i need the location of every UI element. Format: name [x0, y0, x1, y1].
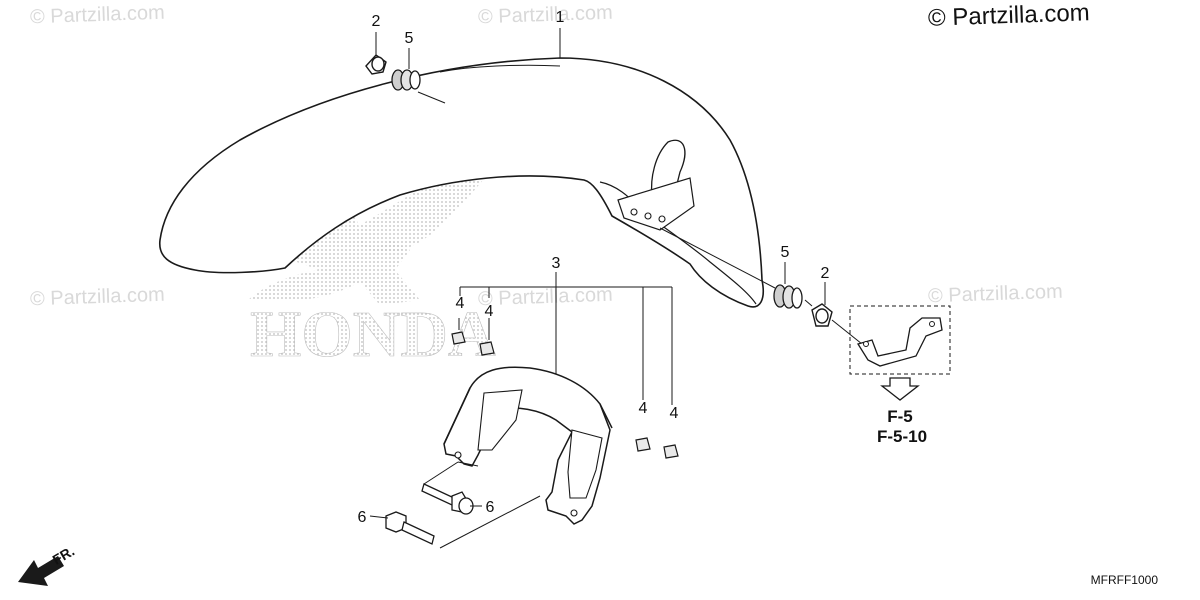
grommet-lower: [773, 284, 803, 309]
bolt-cap-upper: [365, 54, 387, 75]
clip-b: [479, 341, 495, 356]
grommet-upper: [391, 69, 421, 91]
bolt-cap-lower: [811, 303, 833, 327]
callout-clip-b: 4: [485, 303, 494, 320]
callout-bolt-upper: 6: [486, 499, 495, 516]
callout-bolt-cap-lower: 2: [821, 265, 830, 282]
callout-clip-d: 4: [670, 405, 679, 422]
clip-c: [635, 437, 651, 452]
callout-clip-c: 4: [639, 400, 648, 417]
callout-clip-a: 4: [456, 295, 465, 312]
callout-fender: 1: [556, 9, 565, 26]
reference-bracket-box: [849, 305, 951, 401]
callout-grommet-lower: 5: [781, 244, 790, 261]
fender-bracket: [443, 366, 613, 525]
front-direction-arrow-icon: [18, 556, 64, 586]
reference-arrow-icon: [880, 377, 920, 401]
clip-d: [663, 444, 679, 459]
diagram-code: MFRFF1000: [1091, 573, 1159, 587]
reference-label-1: F-5: [887, 407, 913, 426]
callout-bolt-cap-upper: 2: [372, 13, 381, 30]
front-fender: [159, 57, 764, 308]
bolt-upper: [421, 483, 474, 515]
callout-bracket: 3: [552, 255, 561, 272]
callout-bolt-lower: 6: [358, 509, 367, 526]
bolt-lower: [385, 511, 435, 545]
clip-a: [451, 331, 466, 345]
reference-label-2: F-5-10: [877, 427, 927, 446]
callout-grommet-upper: 5: [405, 30, 414, 47]
